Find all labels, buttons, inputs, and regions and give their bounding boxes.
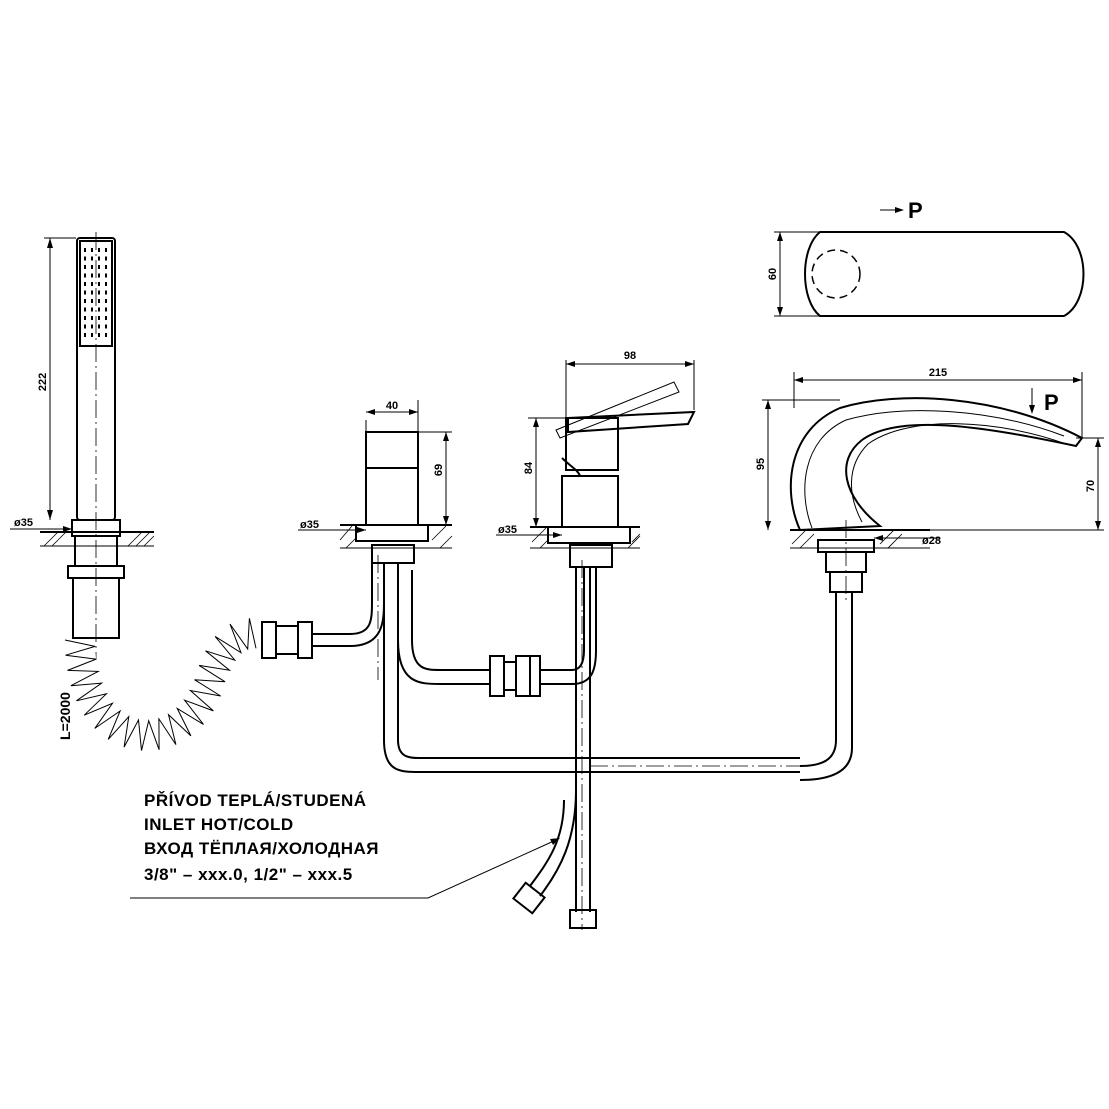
spout-outline — [789, 397, 1084, 532]
nozzle-dot — [91, 290, 93, 295]
nozzle-dot — [84, 307, 86, 312]
nozzle-dot — [98, 282, 100, 286]
pipe-union-body — [503, 661, 517, 691]
inlet-note-line-2: INLET HOT/COLD — [144, 815, 294, 834]
dim-spout-hole: ø28 — [922, 535, 941, 547]
dim-diverter-hole: ø35 — [300, 519, 319, 531]
connection-pipes — [312, 555, 800, 930]
nozzle-dot — [98, 324, 100, 329]
dim-mixer-hole: ø35 — [498, 524, 517, 536]
hose-nut-2 — [275, 625, 299, 655]
hand-shower: 222 ø35 — [10, 232, 155, 660]
deck-hatch — [791, 529, 903, 549]
hose-braiding — [64, 618, 257, 751]
view-marker-side: P — [1044, 390, 1059, 415]
nozzle-dot — [105, 333, 107, 337]
nozzle-dot — [91, 307, 93, 312]
nozzle-dot — [91, 316, 93, 320]
nozzle-dot — [84, 256, 86, 261]
inlet-note-leader — [130, 839, 557, 899]
diverter-cap — [365, 431, 419, 469]
dim-mixer-height: 84 — [523, 461, 535, 474]
nozzle-dot — [84, 265, 86, 269]
deck-hatch — [339, 525, 453, 549]
nozzle-dot — [84, 324, 86, 329]
top-view-hole-circle — [811, 249, 861, 299]
nozzle-dot — [105, 290, 107, 295]
deck-hatch — [43, 531, 155, 547]
nozzle-dot — [105, 273, 107, 278]
spout-side-view: 215 95 70 ø28 P — [755, 367, 1104, 781]
nozzle-dot — [105, 316, 107, 320]
dim-handshower-hole: ø35 — [14, 517, 33, 529]
mixer-lever — [567, 410, 696, 434]
nozzle-dot — [91, 273, 93, 278]
dim-top-view-width: 60 — [767, 268, 779, 280]
nozzle-dot — [84, 248, 86, 252]
inlet-note: PŘÍVOD TEPLÁ/STUDENÁ INLET HOT/COLD ВХОД… — [130, 791, 560, 899]
nozzle-dot — [98, 290, 100, 295]
nozzle-dot — [105, 299, 107, 303]
nozzle-dot — [91, 248, 93, 252]
dim-diverter-height: 69 — [433, 464, 445, 476]
nozzle-dot — [84, 316, 86, 320]
inlet-hose-nut-cold — [569, 909, 597, 929]
inlet-note-line-4: 3/8" – xxx.0, 1/2" – xxx.5 — [144, 865, 353, 884]
pipe-union-nut-2 — [515, 655, 531, 697]
diverter: 40 69 ø35 — [298, 400, 453, 564]
nozzle-dot — [105, 265, 107, 269]
nozzle-dot — [84, 333, 86, 337]
mixer-body — [561, 475, 619, 528]
top-view-outline — [804, 231, 1085, 317]
pipe-union-nut-1 — [489, 655, 505, 697]
nozzle-dot — [98, 273, 100, 278]
mixer: 98 84 ø35 — [496, 350, 696, 568]
diverter-body — [365, 467, 419, 526]
nozzle-dot — [84, 282, 86, 286]
nozzle-dot — [84, 299, 86, 303]
nozzle-dot — [105, 307, 107, 312]
hose-nut-3 — [297, 621, 313, 659]
mixer-lever-raised — [555, 381, 680, 439]
shower-hose: L=2000 — [57, 618, 313, 751]
hose-nut-1 — [261, 621, 277, 659]
nozzle-dot — [91, 299, 93, 303]
pipe-union-nut-3 — [529, 655, 541, 697]
inlet-hose-nut-hot — [511, 881, 547, 915]
dim-spout-height: 95 — [755, 458, 767, 470]
nozzle-dot — [105, 256, 107, 261]
shower-nozzles — [84, 248, 107, 337]
dim-mixer-width: 98 — [624, 350, 636, 362]
diverter-nut — [371, 544, 415, 564]
dim-handshower-height: 222 — [37, 373, 49, 391]
nozzle-dot — [91, 282, 93, 286]
nozzle-dot — [98, 299, 100, 303]
view-marker-top: P — [908, 198, 923, 223]
nozzle-dot — [91, 324, 93, 329]
nozzle-dot — [98, 265, 100, 269]
dim-spout-reach: 215 — [929, 367, 947, 379]
inlet-note-line-1: PŘÍVOD TEPLÁ/STUDENÁ — [144, 791, 367, 810]
nozzle-dot — [91, 265, 93, 269]
nozzle-dot — [105, 324, 107, 329]
nozzle-dot — [105, 282, 107, 286]
diverter-flange — [355, 524, 429, 542]
spout-top-view: 60 P — [767, 198, 1085, 317]
nozzle-dot — [84, 273, 86, 278]
nozzle-dot — [91, 256, 93, 261]
nozzle-dot — [98, 316, 100, 320]
nozzle-dot — [98, 333, 100, 337]
dim-diverter-width: 40 — [386, 400, 398, 412]
nozzle-dot — [105, 248, 107, 252]
nozzle-dot — [91, 333, 93, 337]
nozzle-dot — [98, 248, 100, 252]
nozzle-dot — [98, 307, 100, 312]
dim-hose-length: L=2000 — [57, 692, 73, 740]
dim-spout-outlet-height: 70 — [1085, 480, 1097, 492]
nozzle-dot — [98, 256, 100, 261]
inlet-note-line-3: ВХОД ТЁПЛАЯ/ХОЛОДНАЯ — [144, 839, 379, 858]
nozzle-dot — [84, 290, 86, 295]
